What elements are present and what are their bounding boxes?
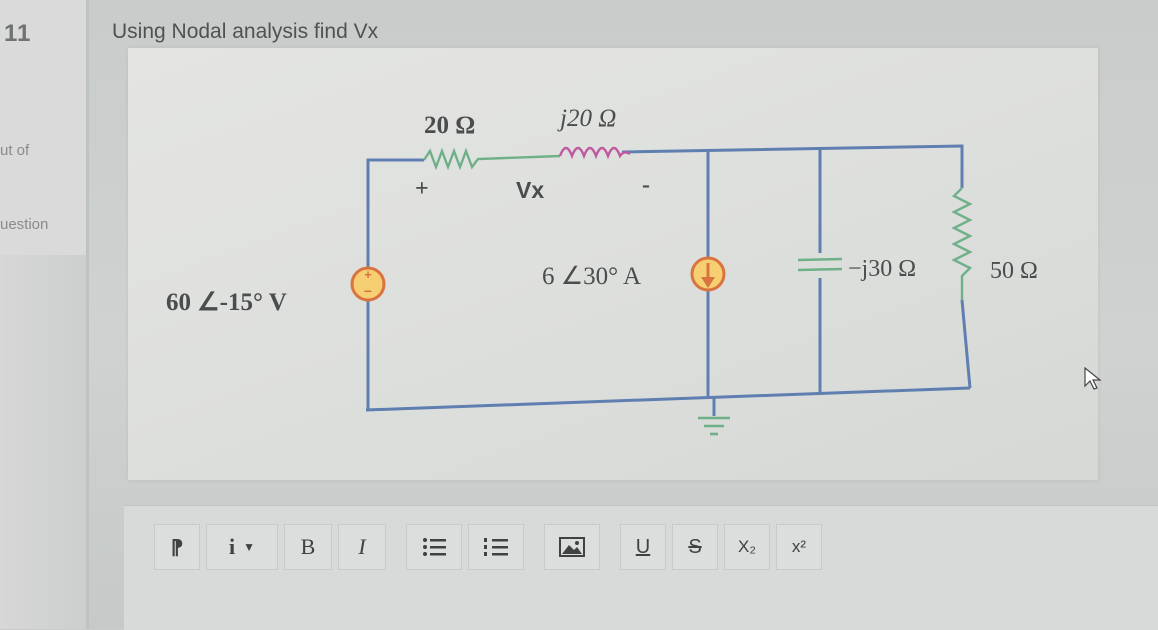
inductor-j20-icon <box>558 146 631 160</box>
bold-button[interactable]: B <box>284 524 332 570</box>
svg-text:−: − <box>364 283 372 299</box>
voltage-source-label: 60 ∠-15° V <box>166 289 287 316</box>
italic-label: I <box>358 534 366 559</box>
underline-button[interactable]: U <box>620 524 666 570</box>
svg-text:+: + <box>364 267 372 282</box>
capacitor-label: −j30 Ω <box>848 256 916 282</box>
left-sidebar: 11 ut of uestion <box>0 0 86 629</box>
underline-label: U <box>635 535 651 558</box>
bold-label: B <box>300 534 316 559</box>
strikethrough-button[interactable]: S <box>672 524 718 570</box>
paragraph-format-button[interactable]: ⁋ <box>154 524 200 570</box>
circuit-figure: + − 20 Ω j20 Ω + Vx - 60 ∠- <box>128 48 1098 480</box>
strikethrough-label: S <box>688 535 702 558</box>
vx-minus-sign: - <box>642 172 650 198</box>
font-style-dropdown[interactable]: i ▼ <box>206 524 278 570</box>
sidebar-highlight <box>0 0 86 255</box>
editor-toolbar: ⁋ i ▼ B I <box>154 524 828 570</box>
superscript-button[interactable]: x² <box>776 524 822 570</box>
current-source-icon <box>690 256 726 292</box>
numbered-list-button[interactable] <box>468 524 524 570</box>
bullet-list-icon <box>423 538 446 556</box>
current-source-label: 6 ∠30° A <box>542 263 641 290</box>
vx-label: Vx <box>516 177 544 203</box>
mouse-pointer-icon <box>1084 366 1102 396</box>
vx-plus-sign: + <box>415 176 429 202</box>
circuit-diagram: + − 20 Ω j20 Ω + Vx - 60 ∠- <box>166 105 1038 436</box>
subscript-label: X₂ <box>738 537 756 556</box>
subscript-button[interactable]: X₂ <box>724 524 770 570</box>
question-number: 11 <box>4 20 32 47</box>
capacitor-icon <box>797 257 843 272</box>
resistor-20-icon <box>423 147 561 171</box>
insert-image-button[interactable] <box>544 524 600 570</box>
resistor-50-icon <box>951 187 973 300</box>
sidebar-divider <box>86 0 89 629</box>
resistor-20-label: 20 Ω <box>424 112 475 139</box>
out-of-text: ut of <box>0 142 30 159</box>
paragraph-format-icon: ⁋ <box>170 536 184 559</box>
voltage-source-icon: + − <box>350 266 386 302</box>
superscript-label: x² <box>791 537 807 556</box>
question-text-fragment: uestion <box>0 216 49 233</box>
ground-icon <box>698 416 730 436</box>
font-style-dropdown-label: i <box>228 534 236 559</box>
inductor-j20-label: j20 Ω <box>557 105 616 132</box>
bullet-list-button[interactable] <box>406 524 462 570</box>
numbered-list-icon <box>484 538 508 556</box>
italic-button[interactable]: I <box>338 524 386 570</box>
answer-editor[interactable]: ⁋ i ▼ B I <box>124 505 1158 630</box>
resistor-50-label: 50 Ω <box>990 258 1038 284</box>
chevron-down-icon: ▼ <box>243 539 255 554</box>
circuit-wires <box>365 144 972 416</box>
question-prompt: Using Nodal analysis find Vx <box>112 20 379 43</box>
image-icon <box>559 537 585 557</box>
